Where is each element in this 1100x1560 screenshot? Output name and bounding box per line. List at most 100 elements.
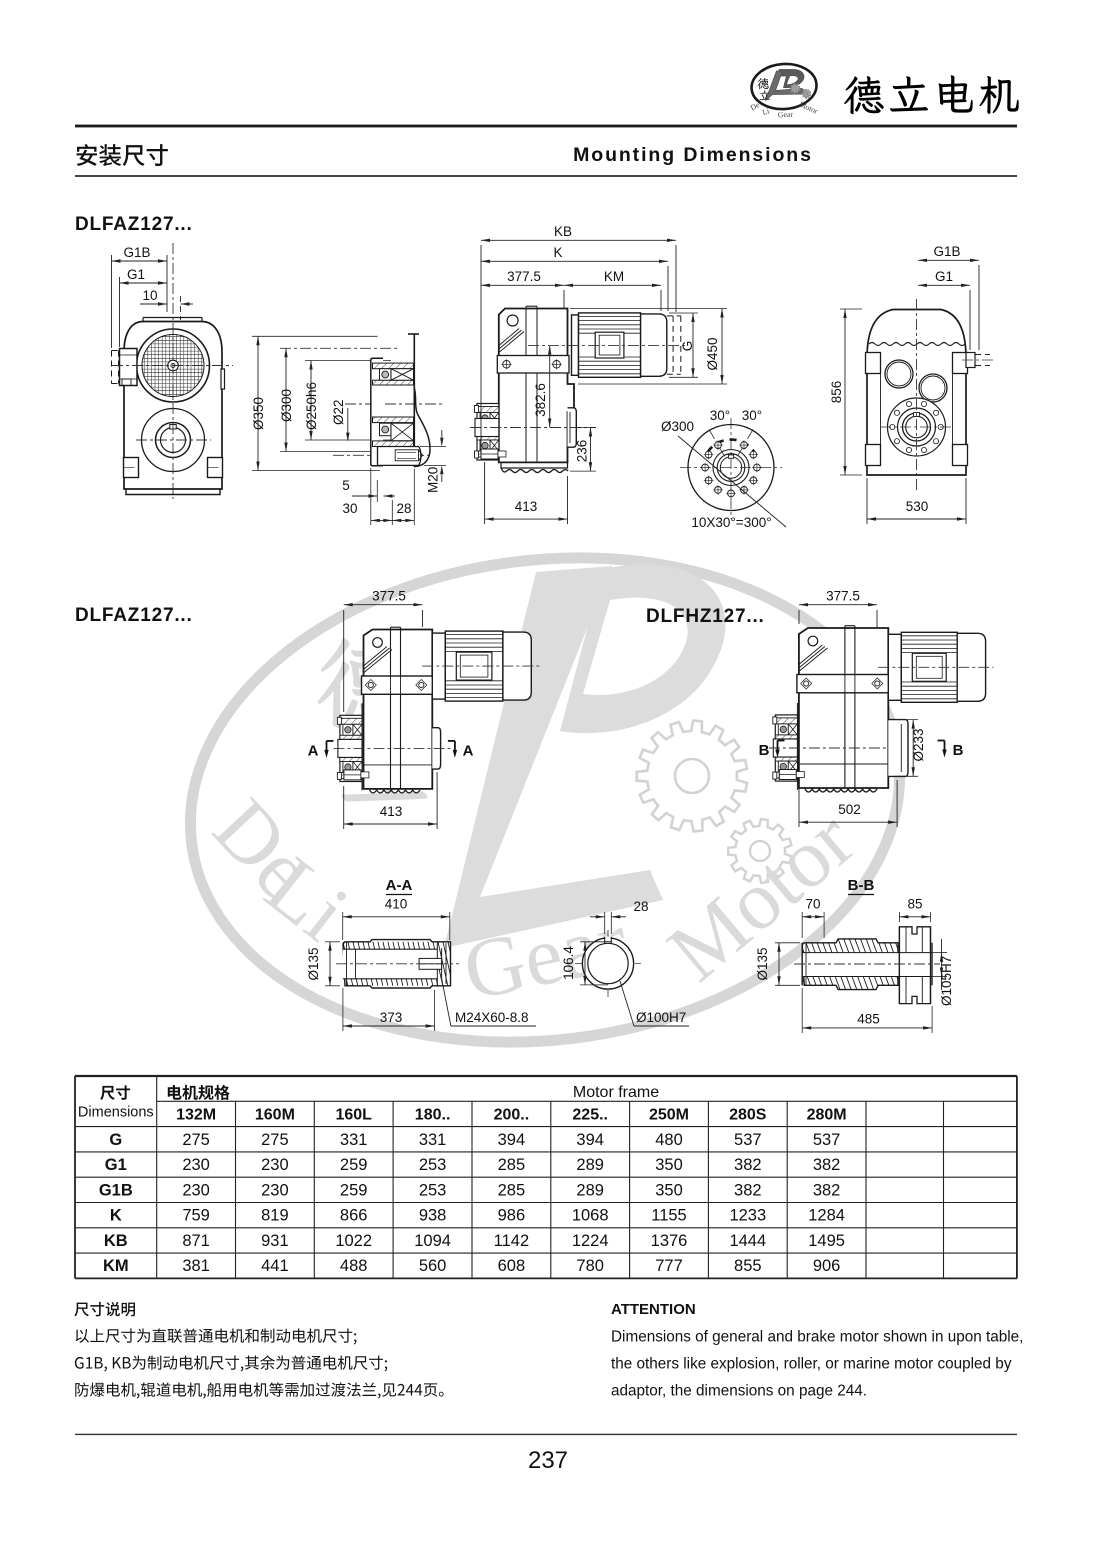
svg-text:382: 382 — [734, 1181, 762, 1199]
svg-text:KM: KM — [103, 1257, 129, 1275]
svg-text:280S: 280S — [729, 1107, 767, 1124]
svg-text:Ø22: Ø22 — [331, 399, 346, 425]
svg-text:777: 777 — [655, 1257, 683, 1275]
svg-text:Ø105H7: Ø105H7 — [939, 956, 954, 1006]
svg-text:KM: KM — [604, 269, 624, 284]
svg-text:adaptor, the dimensions on pag: adaptor, the dimensions on page 244. — [611, 1383, 867, 1400]
svg-text:382: 382 — [813, 1156, 841, 1174]
svg-text:Ø233: Ø233 — [911, 728, 926, 761]
svg-text:1284: 1284 — [808, 1207, 845, 1225]
svg-text:A: A — [463, 742, 474, 759]
svg-text:413: 413 — [380, 804, 403, 819]
svg-text:DLFAZ127...: DLFAZ127... — [75, 605, 193, 626]
svg-text:931: 931 — [261, 1232, 289, 1250]
svg-text:259: 259 — [340, 1156, 368, 1174]
svg-text:1376: 1376 — [651, 1232, 688, 1250]
svg-text:560: 560 — [419, 1257, 447, 1275]
svg-text:250M: 250M — [649, 1107, 689, 1124]
svg-text:Ø300: Ø300 — [279, 389, 294, 422]
svg-text:132M: 132M — [176, 1107, 216, 1124]
svg-text:871: 871 — [182, 1232, 210, 1250]
svg-text:G1B: G1B — [933, 244, 960, 259]
svg-text:480: 480 — [655, 1131, 683, 1149]
svg-text:259: 259 — [340, 1181, 368, 1199]
svg-text:G1: G1 — [935, 269, 953, 284]
svg-text:A-A: A-A — [386, 877, 413, 894]
svg-text:5: 5 — [342, 478, 350, 493]
svg-text:906: 906 — [813, 1257, 841, 1275]
svg-text:30°: 30° — [710, 408, 730, 423]
svg-text:394: 394 — [498, 1131, 526, 1149]
svg-text:KB: KB — [104, 1232, 128, 1250]
svg-text:331: 331 — [419, 1131, 447, 1149]
svg-text:819: 819 — [261, 1207, 289, 1225]
svg-text:253: 253 — [419, 1156, 447, 1174]
svg-text:237: 237 — [528, 1447, 568, 1474]
svg-text:780: 780 — [576, 1257, 604, 1275]
svg-text:G1: G1 — [105, 1156, 127, 1174]
svg-text:1224: 1224 — [572, 1232, 609, 1250]
svg-text:285: 285 — [498, 1156, 526, 1174]
svg-text:B-B: B-B — [848, 877, 875, 894]
svg-text:1233: 1233 — [729, 1207, 766, 1225]
svg-text:A: A — [308, 742, 319, 759]
svg-text:M24X60-8.8: M24X60-8.8 — [455, 1010, 529, 1025]
svg-text:230: 230 — [261, 1181, 289, 1199]
svg-text:441: 441 — [261, 1257, 289, 1275]
svg-text:Li: Li — [761, 106, 771, 117]
svg-text:the others like explosion, rol: the others like explosion, roller, or ma… — [611, 1356, 1012, 1373]
svg-text:331: 331 — [340, 1131, 368, 1149]
svg-text:855: 855 — [734, 1257, 762, 1275]
svg-text:1444: 1444 — [729, 1232, 766, 1250]
svg-text:537: 537 — [734, 1131, 762, 1149]
svg-text:10: 10 — [142, 288, 157, 303]
svg-text:ATTENTION: ATTENTION — [611, 1301, 696, 1318]
svg-text:382: 382 — [813, 1181, 841, 1199]
svg-text:106.4: 106.4 — [561, 946, 576, 980]
svg-text:230: 230 — [182, 1181, 210, 1199]
svg-text:G1B: G1B — [99, 1181, 133, 1199]
svg-text:Ø300: Ø300 — [661, 419, 694, 434]
svg-text:413: 413 — [515, 499, 538, 514]
svg-text:986: 986 — [498, 1207, 526, 1225]
svg-text:G1B: G1B — [123, 245, 150, 260]
svg-text:Ø450: Ø450 — [705, 337, 720, 370]
svg-text:1142: 1142 — [494, 1232, 529, 1250]
svg-text:1094: 1094 — [414, 1232, 451, 1250]
svg-text:410: 410 — [385, 897, 408, 912]
svg-text:856: 856 — [829, 381, 844, 404]
svg-text:377.5: 377.5 — [372, 589, 406, 604]
svg-text:30: 30 — [342, 501, 357, 516]
svg-text:Ø350: Ø350 — [251, 397, 266, 430]
svg-text:10X30°=300°: 10X30°=300° — [691, 515, 771, 530]
svg-text:Dimensions of general and brak: Dimensions of general and brake motor sh… — [611, 1329, 1023, 1346]
svg-text:70: 70 — [805, 897, 820, 912]
svg-text:537: 537 — [813, 1131, 841, 1149]
svg-text:275: 275 — [261, 1131, 289, 1149]
svg-text:350: 350 — [655, 1156, 683, 1174]
svg-text:30°: 30° — [742, 408, 762, 423]
svg-text:K: K — [110, 1207, 122, 1225]
svg-text:866: 866 — [340, 1207, 368, 1225]
svg-text:225..: 225.. — [572, 1107, 608, 1124]
svg-text:530: 530 — [906, 499, 929, 514]
svg-text:938: 938 — [419, 1207, 447, 1225]
svg-text:De: De — [749, 100, 762, 112]
svg-text:Ø250h6: Ø250h6 — [304, 382, 319, 430]
svg-text:Ø100H7: Ø100H7 — [636, 1010, 686, 1025]
svg-text:350: 350 — [655, 1181, 683, 1199]
svg-text:Mounting Dimensions: Mounting Dimensions — [573, 144, 813, 166]
svg-text:253: 253 — [419, 1181, 447, 1199]
svg-text:B: B — [953, 742, 964, 759]
svg-text:1022: 1022 — [335, 1232, 372, 1250]
svg-text:28: 28 — [633, 899, 648, 914]
svg-text:160M: 160M — [255, 1107, 295, 1124]
svg-text:608: 608 — [498, 1257, 526, 1275]
svg-text:28: 28 — [396, 501, 411, 516]
svg-text:85: 85 — [907, 897, 922, 912]
svg-text:382.6: 382.6 — [533, 383, 548, 417]
svg-text:285: 285 — [498, 1181, 526, 1199]
svg-text:G: G — [109, 1131, 122, 1149]
svg-text:373: 373 — [380, 1010, 403, 1025]
svg-text:381: 381 — [182, 1257, 210, 1275]
